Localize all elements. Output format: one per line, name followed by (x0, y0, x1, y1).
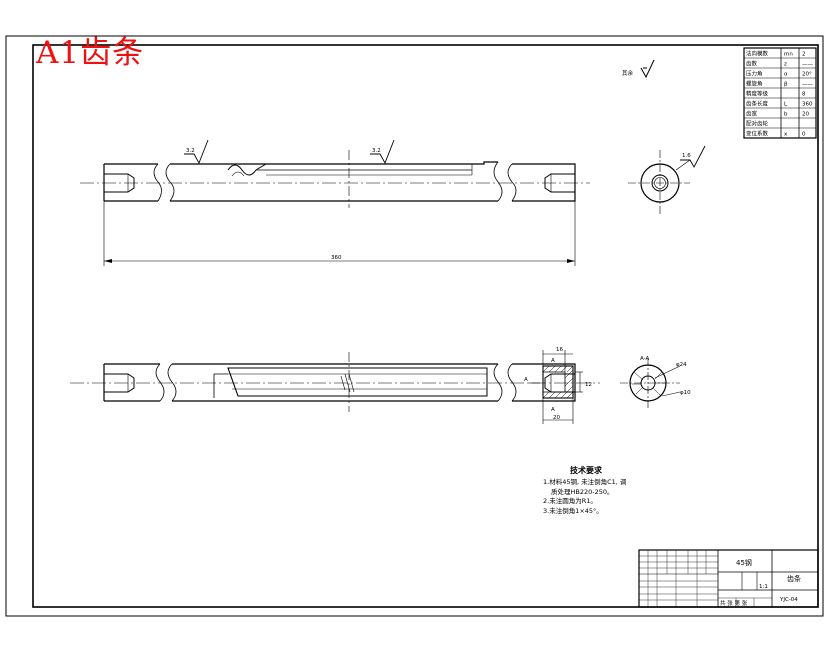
param-label-1: 齿数 (746, 60, 758, 68)
param-sym-8: x (784, 132, 788, 138)
param-label-8: 变位系数 (746, 130, 769, 138)
param-val-0: 2 (802, 52, 806, 58)
technical-requirements: 技术要求 1.材料45钢, 未注倒角C1, 调 质处理HB220-250。 2.… (543, 465, 626, 515)
param-label-7: 配对齿轮 (746, 120, 769, 128)
param-sym-0: mn (784, 52, 793, 58)
overall-length-dimension: 360 (103, 201, 576, 266)
part-name-label: 齿条 (787, 574, 801, 583)
title-block (638, 549, 819, 608)
svg-text:360: 360 (331, 255, 342, 261)
sheet-info: 共 张 第 张 (720, 599, 748, 607)
roughness-mark-2: 3.2 (370, 139, 395, 165)
param-sym-5: L (784, 102, 788, 108)
section-detail-A (529, 350, 583, 424)
scale-value: 1:1 (759, 584, 768, 590)
dim-phi24: φ24 (676, 362, 687, 368)
param-sym-1: z (784, 62, 787, 68)
svg-text:1.6: 1.6 (682, 153, 691, 159)
param-val-5: 360 (802, 102, 813, 108)
section-label-A-top: A (551, 358, 555, 364)
watermark-stamp: A1齿条 (36, 35, 145, 71)
param-label-4: 精度等级 (746, 90, 769, 98)
gear-parameter-table: 法向模数 mn 2 齿数 z —— 压力角 α 20° 螺旋角 β —— 精度等级 8 齿条长度 L 360 齿宽… (743, 47, 817, 139)
drawing-number: YJC-04 (779, 597, 798, 603)
dim-phi10: φ10 (680, 390, 691, 396)
param-sym-3: β (784, 82, 788, 88)
svg-text:其余: 其余 (622, 69, 634, 77)
param-val-8: 0 (802, 132, 806, 138)
rack-top-view (80, 150, 590, 208)
svg-text:1.材料45钢, 未注倒角C1, 调: 1.材料45钢, 未注倒角C1, 调 (543, 477, 626, 486)
outer-frame (5, 35, 824, 617)
param-val-4: 8 (802, 92, 806, 98)
svg-text:2.未注圆角为R1。: 2.未注圆角为R1。 (543, 496, 597, 505)
param-val-1: —— (802, 62, 814, 68)
svg-text:质处理HB220-250。: 质处理HB220-250。 (551, 487, 614, 496)
dim-20: 20 (553, 415, 560, 421)
param-label-3: 螺旋角 (746, 80, 763, 88)
param-val-3: —— (802, 82, 814, 88)
section-label-A-left: A (524, 377, 528, 383)
svg-text:3.2: 3.2 (186, 148, 195, 154)
rack-front-view (70, 352, 600, 412)
svg-text:3.未注倒角1×45°。: 3.未注倒角1×45°。 (543, 506, 603, 515)
svg-text:技术要求: 技术要求 (570, 465, 603, 475)
roughness-mark-3: 1.6 (675, 145, 706, 171)
param-val-2: 20° (802, 72, 812, 78)
param-val-6: 20 (802, 112, 809, 118)
param-label-0: 法向模数 (746, 50, 769, 58)
param-sym-2: α (784, 72, 788, 78)
param-label-6: 齿宽 (746, 110, 758, 118)
inner-frame (32, 44, 819, 608)
param-label-5: 齿条长度 (746, 100, 769, 108)
param-label-2: 压力角 (746, 70, 763, 78)
dim-16: 16 (556, 347, 563, 353)
svg-text:3.2: 3.2 (372, 148, 381, 154)
param-sym-6: b (784, 112, 788, 118)
section-label-A-bottom: A (551, 407, 555, 413)
roughness-mark-1: 3.2 (184, 139, 209, 165)
dim-12: 12 (585, 382, 592, 388)
surface-finish-rest-mark: 其余 (622, 59, 655, 79)
material-label: 45钢 (736, 558, 752, 567)
rack-end-view (628, 150, 690, 214)
section-label-AA: A-A (640, 356, 650, 362)
section-AA-view (620, 358, 681, 410)
